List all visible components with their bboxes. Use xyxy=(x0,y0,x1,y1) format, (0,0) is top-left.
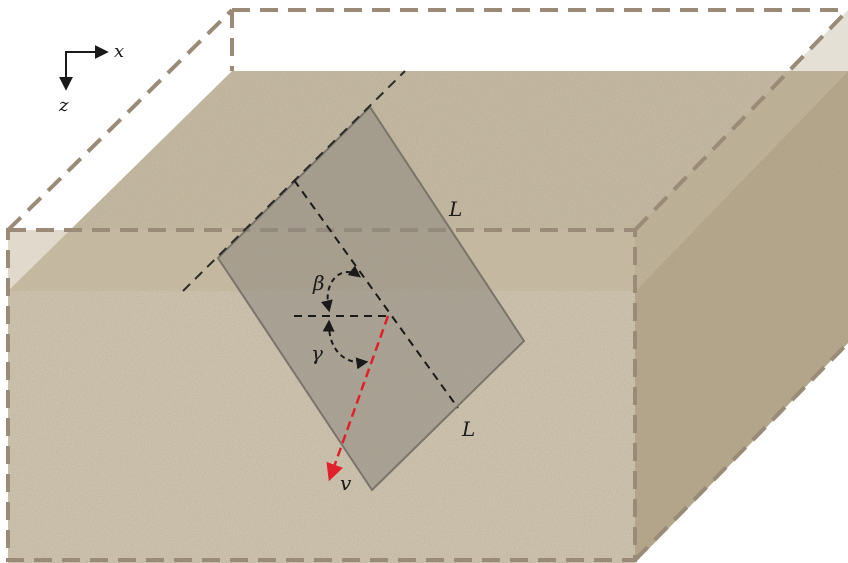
label-angle-beta: β xyxy=(312,271,325,295)
fault-plane xyxy=(216,105,526,492)
box-side-bottom-edge xyxy=(633,341,848,562)
label-line-l-upper: L xyxy=(448,197,462,221)
velocity-vector-arrow xyxy=(326,315,390,482)
label-velocity-v: v xyxy=(340,471,352,495)
block-side-face xyxy=(635,71,848,563)
axis-indicator: x z xyxy=(58,41,124,116)
label-line-l-lower: L xyxy=(461,417,475,441)
box-top-left-edge xyxy=(6,8,234,232)
angle-gamma-arc xyxy=(322,319,369,370)
x-axis-label: x xyxy=(114,41,124,62)
box-top-right-edge xyxy=(633,8,848,232)
label-angle-gamma: γ xyxy=(311,341,323,365)
z-axis-label: z xyxy=(58,95,69,116)
upper-layer-side xyxy=(635,10,848,291)
strike-line-l xyxy=(293,179,459,409)
